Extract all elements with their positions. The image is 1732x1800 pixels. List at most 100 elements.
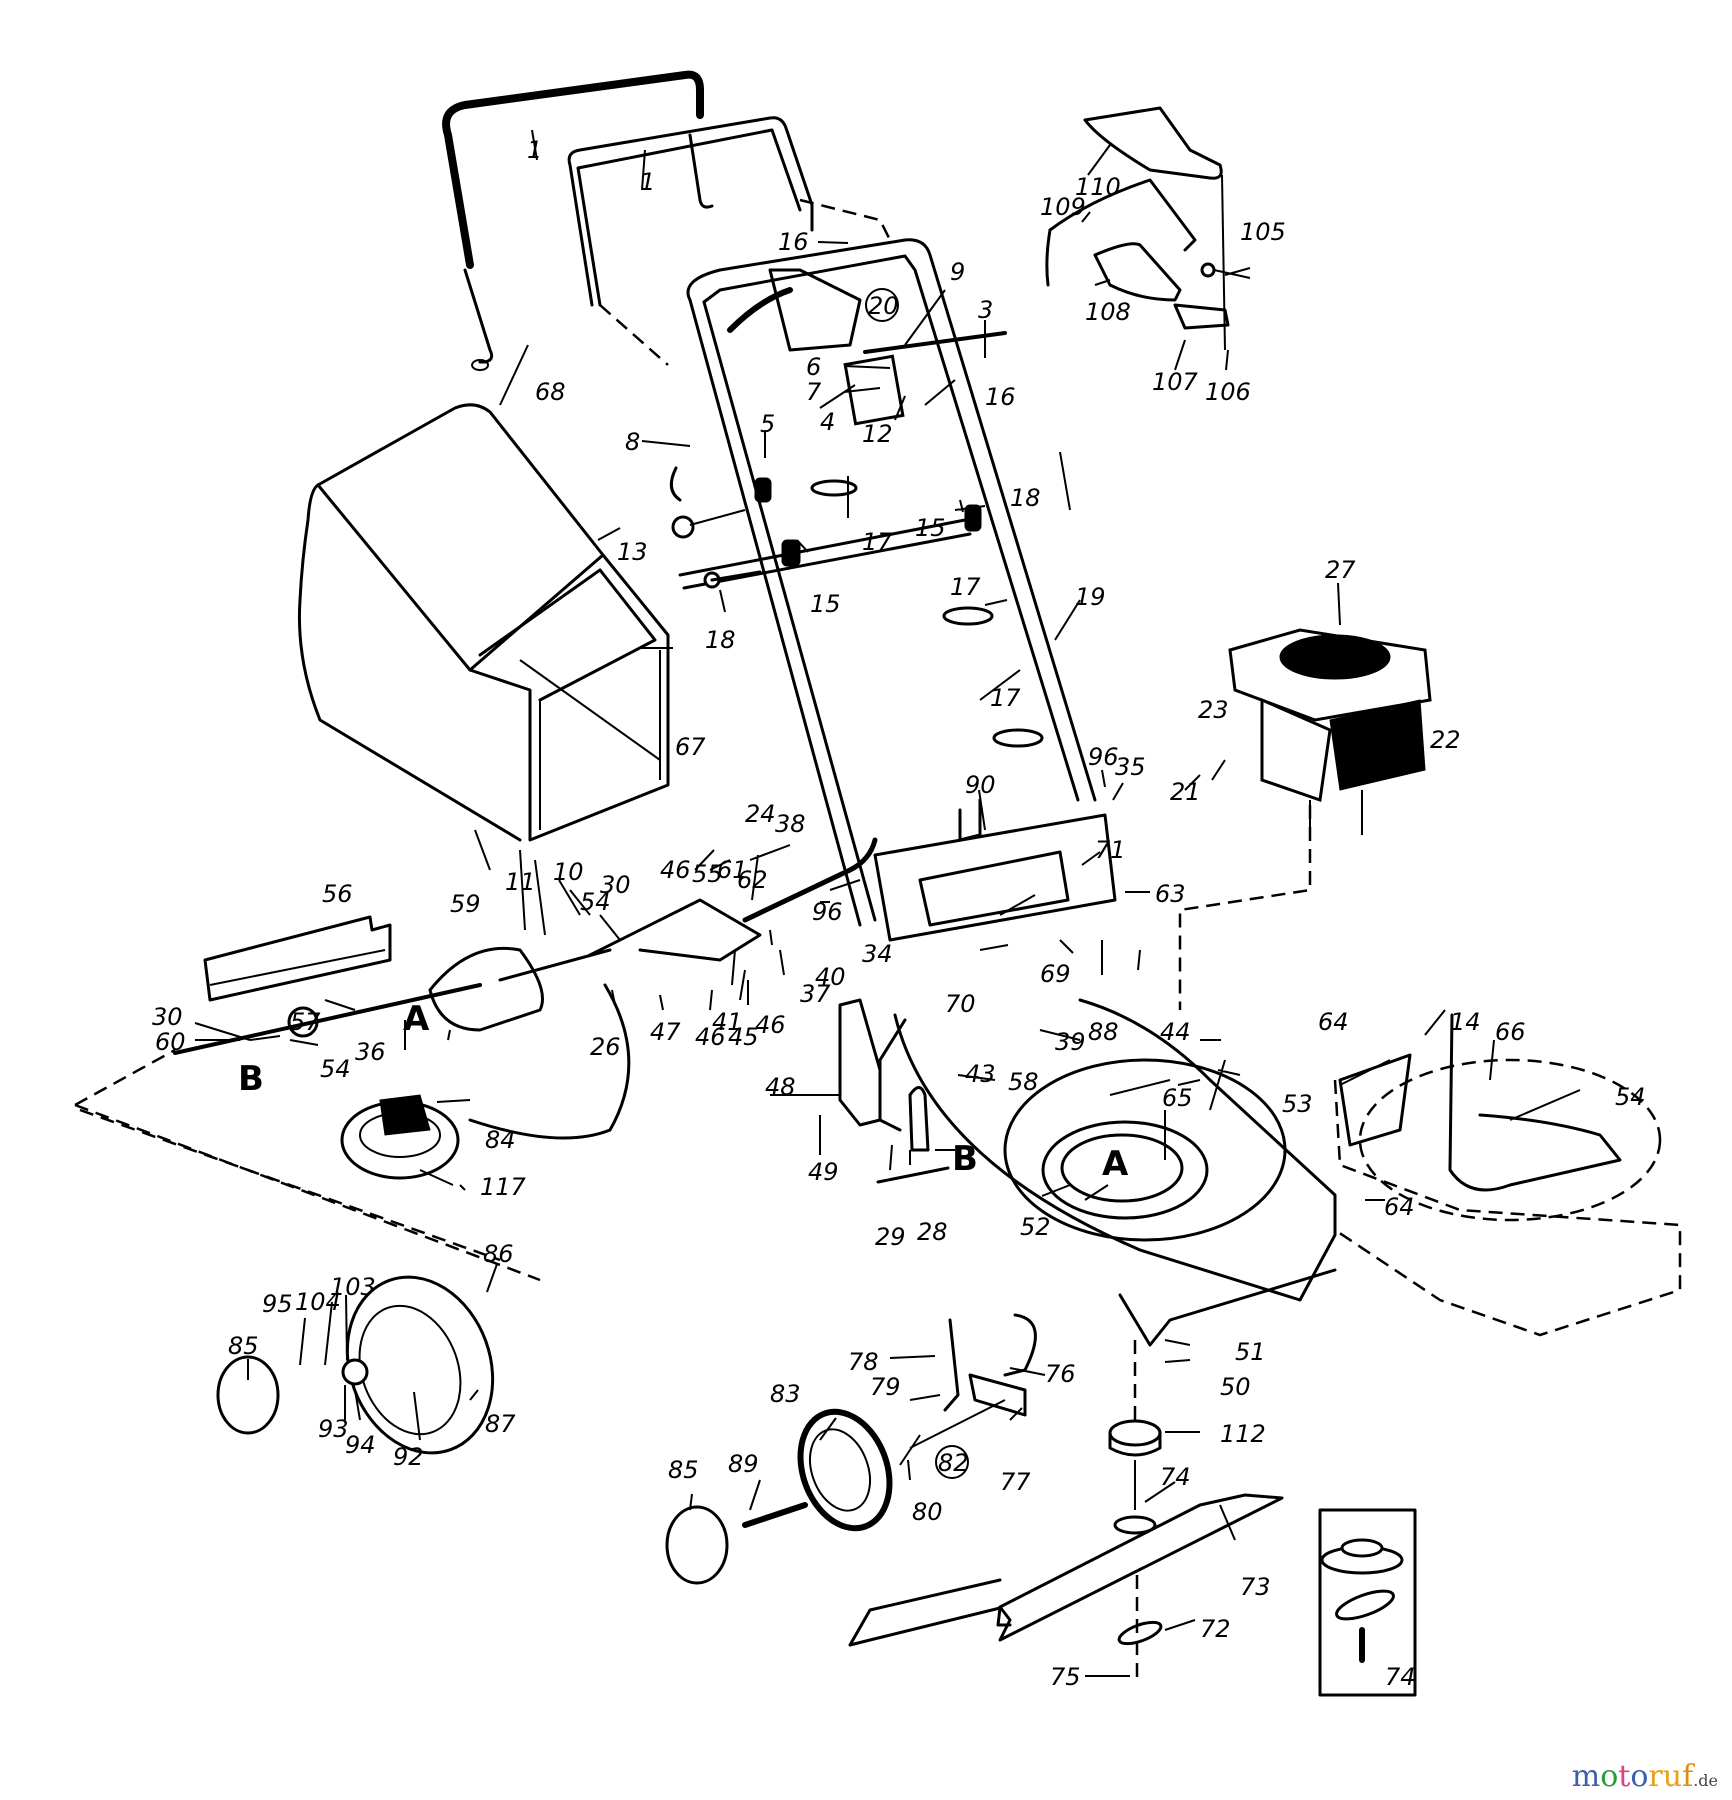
label-55: 55 [692, 860, 723, 888]
mower-deck [878, 998, 1337, 1347]
knob-15-a [781, 539, 801, 567]
drive-assembly [428, 837, 878, 1140]
inset-detail-box [1318, 1508, 1417, 1697]
label-40: 40 [815, 963, 846, 991]
wing-knob-13 [669, 466, 746, 539]
label-96-top: 96 [1088, 743, 1119, 771]
label-96-mid: 96 [812, 898, 843, 926]
label-52: 52 [1020, 1213, 1051, 1241]
label-80: 80 [912, 1498, 943, 1526]
dashed-engine-link [1178, 805, 1312, 1010]
lower-handle-frame [678, 238, 1097, 927]
upper-handle [567, 116, 814, 366]
label-37: 37 [800, 980, 831, 1008]
label-45: 45 [728, 1023, 759, 1051]
label-54a: 54 [580, 888, 611, 916]
label-20: 20 [868, 292, 899, 320]
label-89: 89 [728, 1450, 759, 1478]
label-70: 70 [945, 990, 976, 1018]
label-86: 86 [483, 1240, 514, 1268]
label-4: 4 [820, 408, 835, 436]
logo-suffix: .de [1693, 1771, 1718, 1790]
label-35: 35 [1115, 753, 1146, 781]
label-117: 117 [480, 1173, 527, 1201]
label-50: 50 [1220, 1373, 1251, 1401]
label-66: 66 [1495, 1018, 1526, 1046]
label-18b: 18 [1010, 484, 1041, 512]
label-21: 21 [1170, 778, 1201, 806]
height-lever [908, 1086, 930, 1152]
label-59: 59 [450, 890, 481, 918]
label-48: 48 [765, 1073, 796, 1101]
knob-5 [754, 477, 772, 503]
bolt-3 [863, 331, 1007, 354]
rear-plate [873, 798, 1117, 942]
label-3: 3 [978, 296, 993, 324]
label-24: 24 [745, 800, 776, 828]
label-108: 108 [1085, 298, 1131, 326]
gear-assembly [340, 1094, 460, 1180]
label-74a: 74 [1160, 1463, 1191, 1491]
label-14: 14 [1450, 1008, 1481, 1036]
label-29: 29 [875, 1223, 906, 1251]
bolt-18 [710, 570, 762, 582]
label-22: 22 [1430, 726, 1461, 754]
label-56: 56 [322, 880, 353, 908]
label-36: 36 [355, 1038, 386, 1066]
label-110: 110 [1075, 173, 1121, 201]
label-65: 65 [1162, 1084, 1193, 1112]
logo-letter: f [1682, 1759, 1694, 1794]
label-62: 62 [737, 866, 768, 894]
label-85a: 85 [228, 1332, 259, 1360]
label-8: 8 [625, 428, 640, 456]
label-76: 76 [1045, 1360, 1076, 1388]
rear-wheel [216, 1275, 495, 1455]
label-9: 9 [950, 258, 965, 286]
label-64b: 64 [1384, 1193, 1415, 1221]
label-19: 19 [1075, 583, 1106, 611]
label-72: 72 [1200, 1615, 1231, 1643]
label-93: 93 [318, 1415, 349, 1443]
upper-handle-grip [442, 70, 704, 371]
label-67: 67 [675, 733, 706, 761]
engine [1228, 628, 1432, 835]
label-15a: 15 [810, 590, 841, 618]
ref-A-deck: A [1102, 1144, 1129, 1184]
label-51: 51 [1235, 1338, 1266, 1366]
label-64a: 64 [1318, 1008, 1349, 1036]
label-79: 79 [870, 1373, 901, 1401]
label-78: 78 [848, 1348, 879, 1376]
label-46a: 46 [660, 856, 691, 884]
circle-20 [865, 288, 899, 322]
circle-82 [935, 1445, 969, 1479]
label-84: 84 [485, 1126, 516, 1154]
label-57: 57 [290, 1008, 321, 1036]
label-82: 82 [938, 1449, 969, 1477]
label-53: 53 [1282, 1090, 1313, 1118]
height-bracket-48 [838, 998, 882, 1127]
bolt-29 [876, 1166, 950, 1184]
label-46b: 46 [755, 1011, 786, 1039]
logo-letter: o [1600, 1759, 1619, 1794]
logo-letter: m [1571, 1759, 1601, 1794]
label-1a: 1 [527, 136, 542, 164]
blade-assembly [848, 1340, 1284, 1680]
label-83: 83 [770, 1380, 801, 1408]
ref-B-rear: B [238, 1059, 264, 1099]
label-41: 41 [712, 1008, 743, 1036]
label-75: 75 [1050, 1663, 1081, 1691]
label-88: 88 [1088, 1018, 1119, 1046]
label-46c: 46 [695, 1023, 726, 1051]
label-11: 11 [505, 868, 536, 896]
grip-17-b [942, 606, 994, 626]
label-77: 77 [1000, 1468, 1031, 1496]
label-85b: 85 [668, 1456, 699, 1484]
label-26: 26 [590, 1033, 621, 1061]
label-39: 39 [1055, 1028, 1086, 1056]
label-73: 73 [1240, 1573, 1271, 1601]
logo-letter: t [1618, 1759, 1631, 1794]
dashed-link-rear [74, 1048, 541, 1282]
label-63: 63 [1155, 880, 1186, 908]
label-94: 94 [345, 1431, 376, 1459]
grass-catcher-bag [297, 403, 670, 842]
